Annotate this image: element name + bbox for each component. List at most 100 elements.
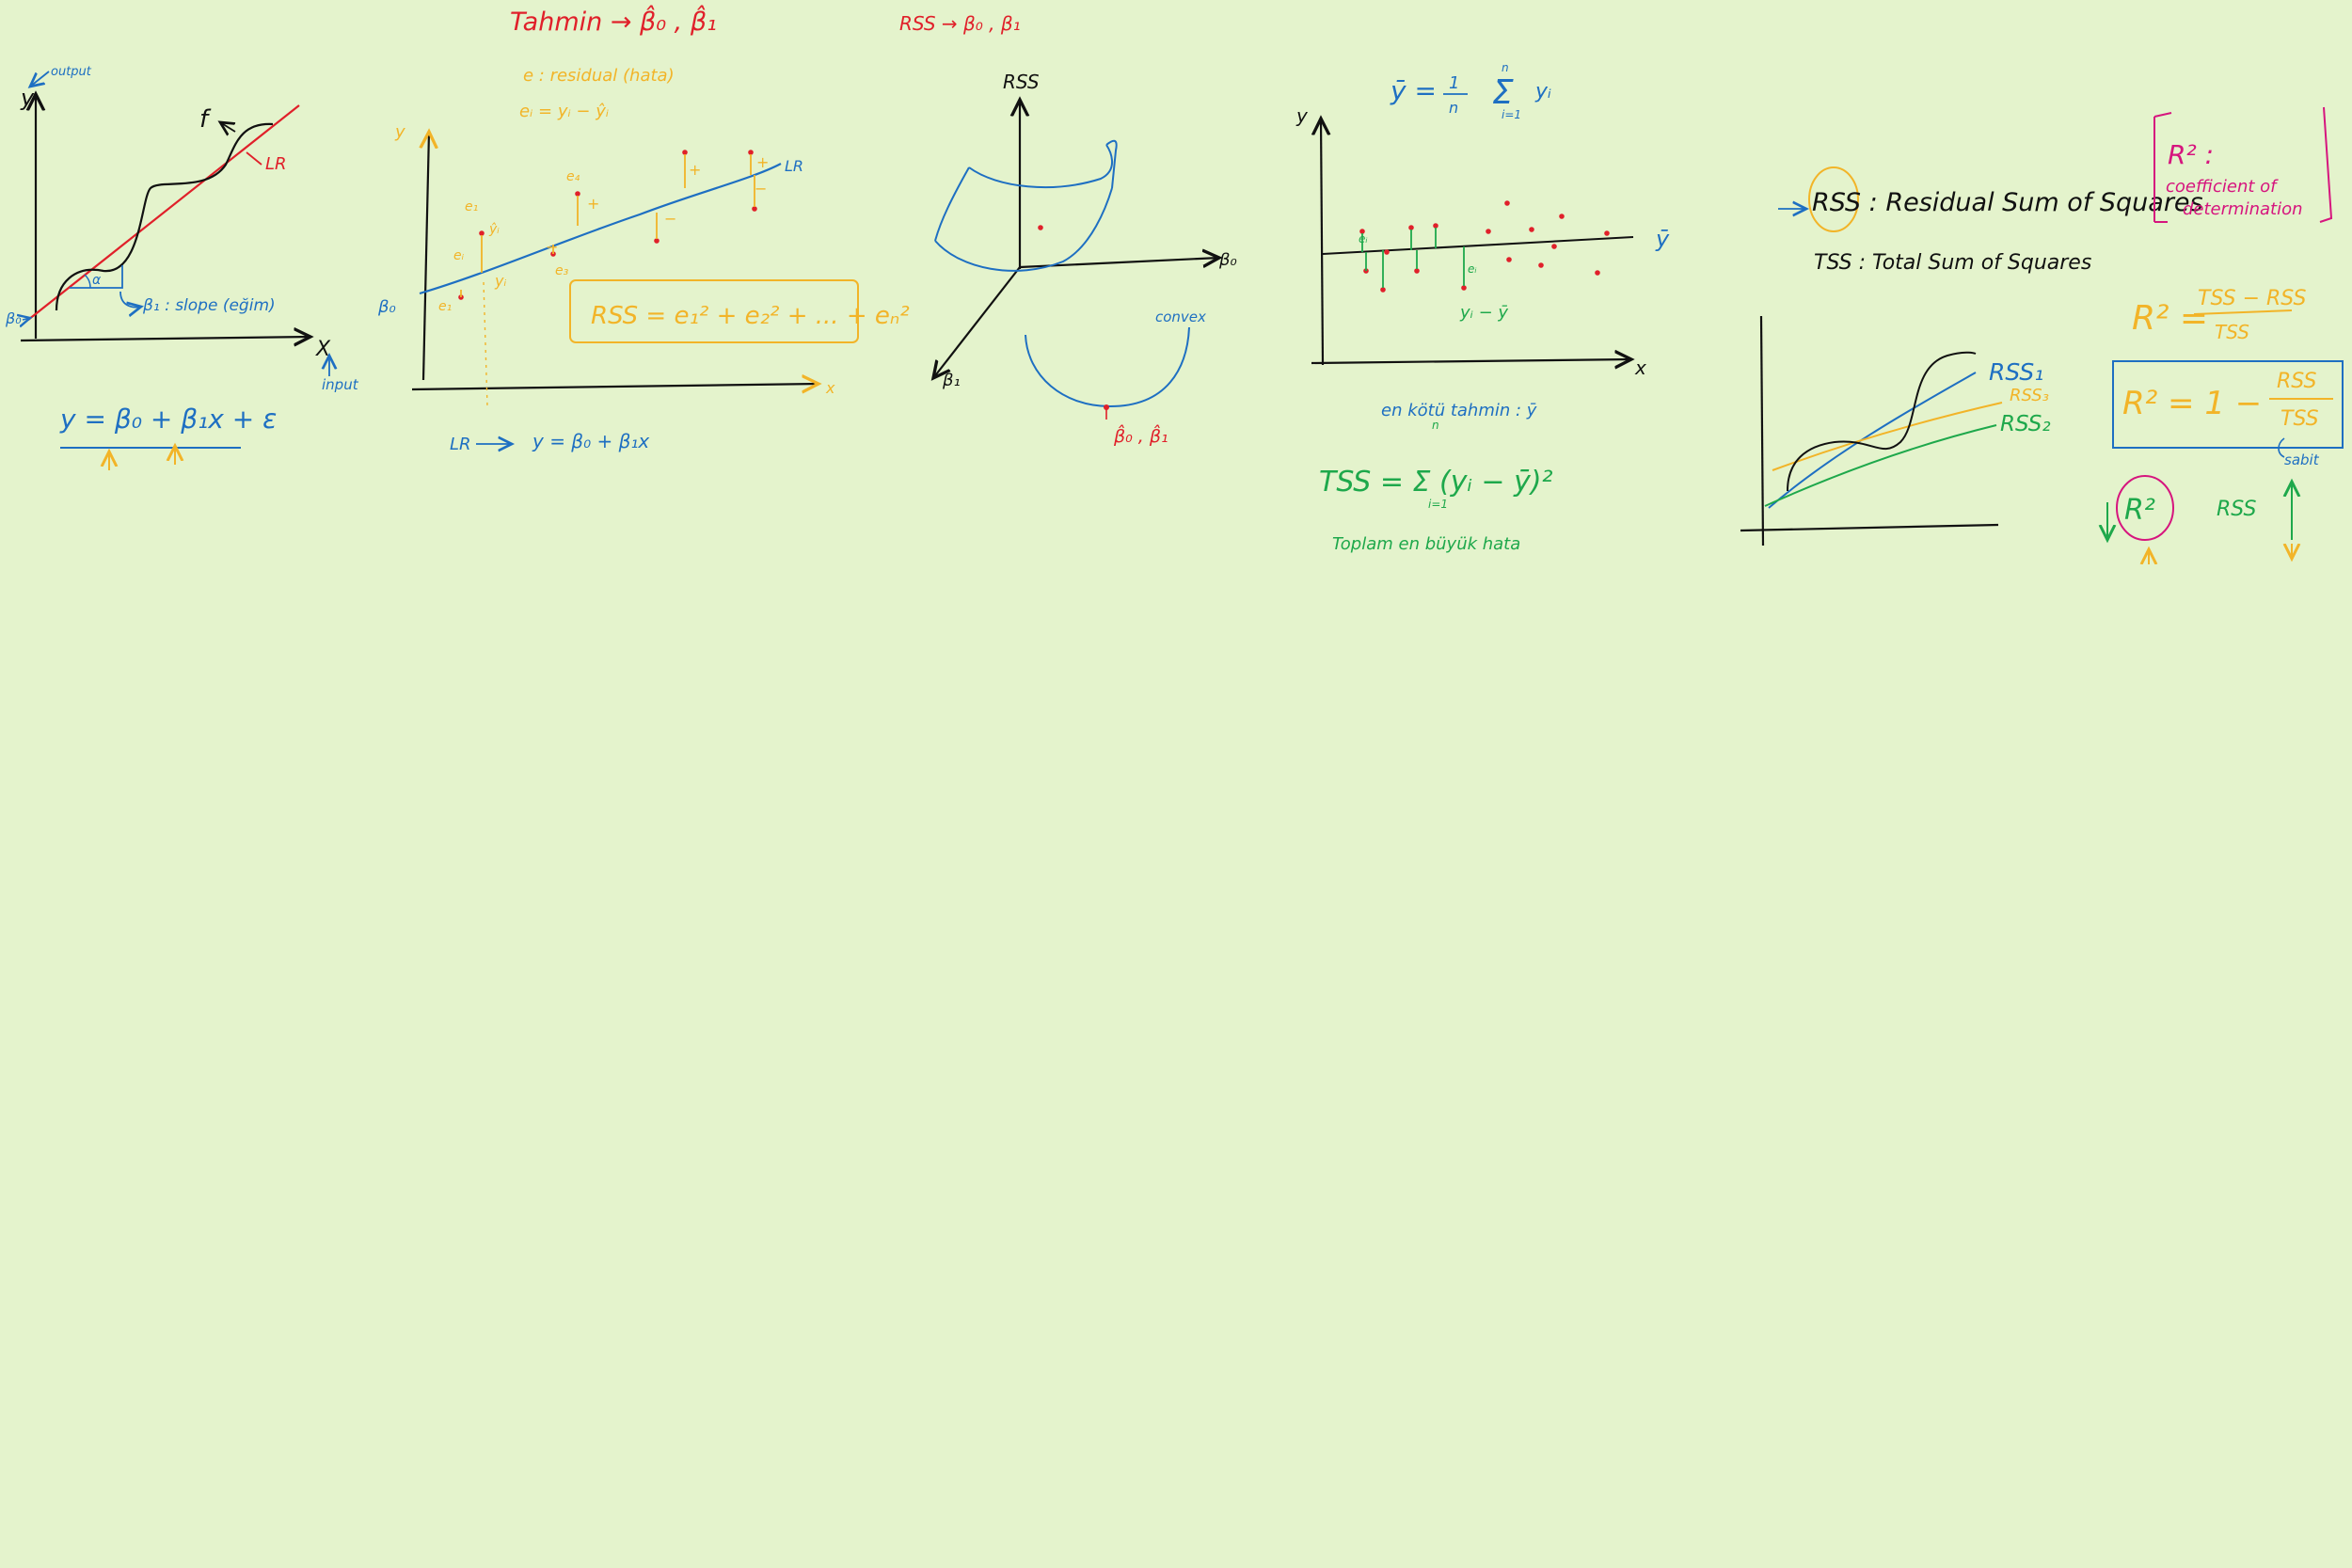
p2-x-axis (411, 384, 818, 389)
p3-beta0-label: β₀ (1218, 250, 1237, 270)
panel-tss: ȳ = 1 n n Σ i=1 yᵢ y x ȳ (1295, 61, 1670, 554)
p4-mean-line (1322, 236, 1634, 255)
p4-point (1595, 270, 1600, 276)
p6-r2-line1: coefficient of (2166, 177, 2279, 197)
p2-title: Tahmin → β̂₀ , β̂₁ (510, 5, 717, 37)
p4-ei-label-2: eᵢ (1468, 262, 1477, 276)
p2-plus-sign: + (756, 153, 769, 171)
p5-rss1-label: RSS₁ (1989, 358, 2043, 386)
p4-point (1559, 214, 1565, 219)
p1-x-axis (20, 337, 310, 341)
p4-y-axis (1321, 119, 1323, 366)
p2-point (575, 191, 580, 197)
p2-minus-sign: − (546, 238, 558, 256)
panel-rss-surface: RSS → β₀ , β₁ RSS β₀ β₁ convex β̂₀ , β̂₁ (899, 12, 1237, 447)
p4-mean-term: yᵢ (1534, 80, 1551, 103)
p4-best-guess: en kötü tahmin : ȳ (1381, 401, 1537, 420)
p5-x-axis (1740, 523, 1999, 532)
panel-r-squared: R² : coefficient of determination R² = T… (2107, 106, 2344, 564)
p1-alpha-label: α (92, 273, 102, 288)
p5-rss-def: RSS : Residual Sum of Squares (1812, 188, 2203, 217)
p3-surface-back (968, 144, 1113, 189)
p4-point (1506, 257, 1512, 262)
p2-point (748, 150, 754, 155)
p1-input-label: input (322, 376, 359, 393)
p4-ei-label: eᵢ (1359, 232, 1368, 245)
p6-r2-formula-den: TSS (2215, 321, 2249, 343)
p6-r2-circle (2116, 475, 2174, 541)
p2-point (479, 230, 485, 236)
p4-point (1529, 227, 1534, 232)
p4-point (1604, 230, 1610, 236)
p4-point (1414, 268, 1420, 274)
p5-rss3-line (1772, 402, 2003, 471)
p2-yi-label: yᵢ (494, 272, 506, 290)
panel-rss-tss: RSS : Residual Sum of Squares TSS : Tota… (1740, 166, 2203, 546)
p3-rss-axis-label: RSS (1003, 71, 1040, 93)
p2-plus-sign: + (689, 161, 701, 179)
p6-r2-boxed-num: RSS (2277, 370, 2316, 393)
p2-rss-formula: RSS = e₁² + e₂² + ... + eₙ² (591, 302, 910, 330)
p2-xi-guide (483, 281, 488, 407)
p2-y-label: y (394, 122, 405, 142)
p6-r2-formula-lhs: R² = (2132, 299, 2208, 338)
p2-residual-formula: eᵢ = yᵢ − ŷᵢ (519, 102, 609, 121)
p5-fit-curve (1787, 351, 1977, 492)
p4-y-label: y (1295, 104, 1309, 127)
p1-y-label: y (20, 85, 35, 111)
p3-convex-curve (1025, 326, 1190, 408)
p4-ybar-label: ȳ (1655, 226, 1670, 252)
p4-point (1359, 229, 1365, 234)
p3-surface-right (1105, 139, 1118, 189)
p2-y-axis (423, 132, 429, 381)
p4-mean-num: 1 (1449, 73, 1459, 93)
p1-output-label: output (51, 65, 92, 79)
p2-lr-eq-prefix: LR (450, 435, 471, 454)
p4-mean-den: n (1449, 99, 1458, 117)
p1-f-arrow (220, 122, 236, 132)
p6-sabit-pointer (2278, 437, 2285, 458)
p4-point (1538, 262, 1544, 268)
p4-tss-sub: i=1 (1428, 498, 1448, 511)
p2-e1-label: e₁ (438, 299, 452, 314)
p4-mean-sup: n (1502, 61, 1509, 74)
p2-residual-def: e : residual (hata) (523, 66, 675, 86)
p2-e4-label: e₄ (566, 169, 580, 184)
p4-point (1384, 249, 1390, 255)
p4-tss-note: Toplam en büyük hata (1332, 534, 1520, 554)
p1-slope-label: β₁ : slope (eğim) (142, 296, 276, 315)
p6-r2-circle-label: R² (2124, 494, 2155, 527)
p4-point (1551, 244, 1557, 249)
p6-r2-formula-num: TSS − RSS (2198, 287, 2306, 310)
p6-r2-boxed (2112, 360, 2344, 449)
p4-point (1461, 285, 1467, 291)
p4-mean-lhs: ȳ = (1390, 75, 1437, 106)
p2-ei-label: eᵢ (453, 248, 465, 263)
p2-lr-label: LR (785, 157, 803, 175)
p4-x-axis (1311, 359, 1631, 363)
p1-model-equation: y = β₀ + β₁x + ε (59, 404, 277, 435)
p6-r2-formula-bar (2193, 309, 2293, 315)
p2-yi-hat-label: ŷᵢ (488, 222, 500, 237)
p1-output-arrow (30, 71, 50, 87)
p6-r2-line2: determination (2183, 199, 2303, 219)
p3-convex-label: convex (1155, 309, 1206, 325)
p5-rss2-label: RSS₂ (2000, 412, 2051, 436)
p3-surface-left (934, 166, 970, 242)
p4-deviation-label: yᵢ − ȳ (1459, 303, 1508, 323)
p1-slope-arrow (119, 291, 141, 308)
p6-definition-box (2153, 106, 2333, 223)
p4-data-points (1359, 200, 1610, 293)
p3-beta1-axis (933, 266, 1021, 378)
p2-rss-box (569, 279, 859, 343)
panel-simple-regression: y output f LR α β₁ : slope (eğim) β₀ X i… (5, 65, 359, 470)
p2-lr-line (419, 163, 782, 295)
p4-x-label: x (1634, 356, 1646, 379)
p1-lr-label: LR (265, 154, 287, 174)
p2-plus-sign: + (587, 195, 599, 213)
p1-beta0-label: β₀ (5, 309, 22, 327)
p2-beta0-label: β₀ (377, 297, 396, 317)
p1-beta0-arrow (23, 318, 30, 320)
p5-rss1-line (1768, 372, 1977, 509)
